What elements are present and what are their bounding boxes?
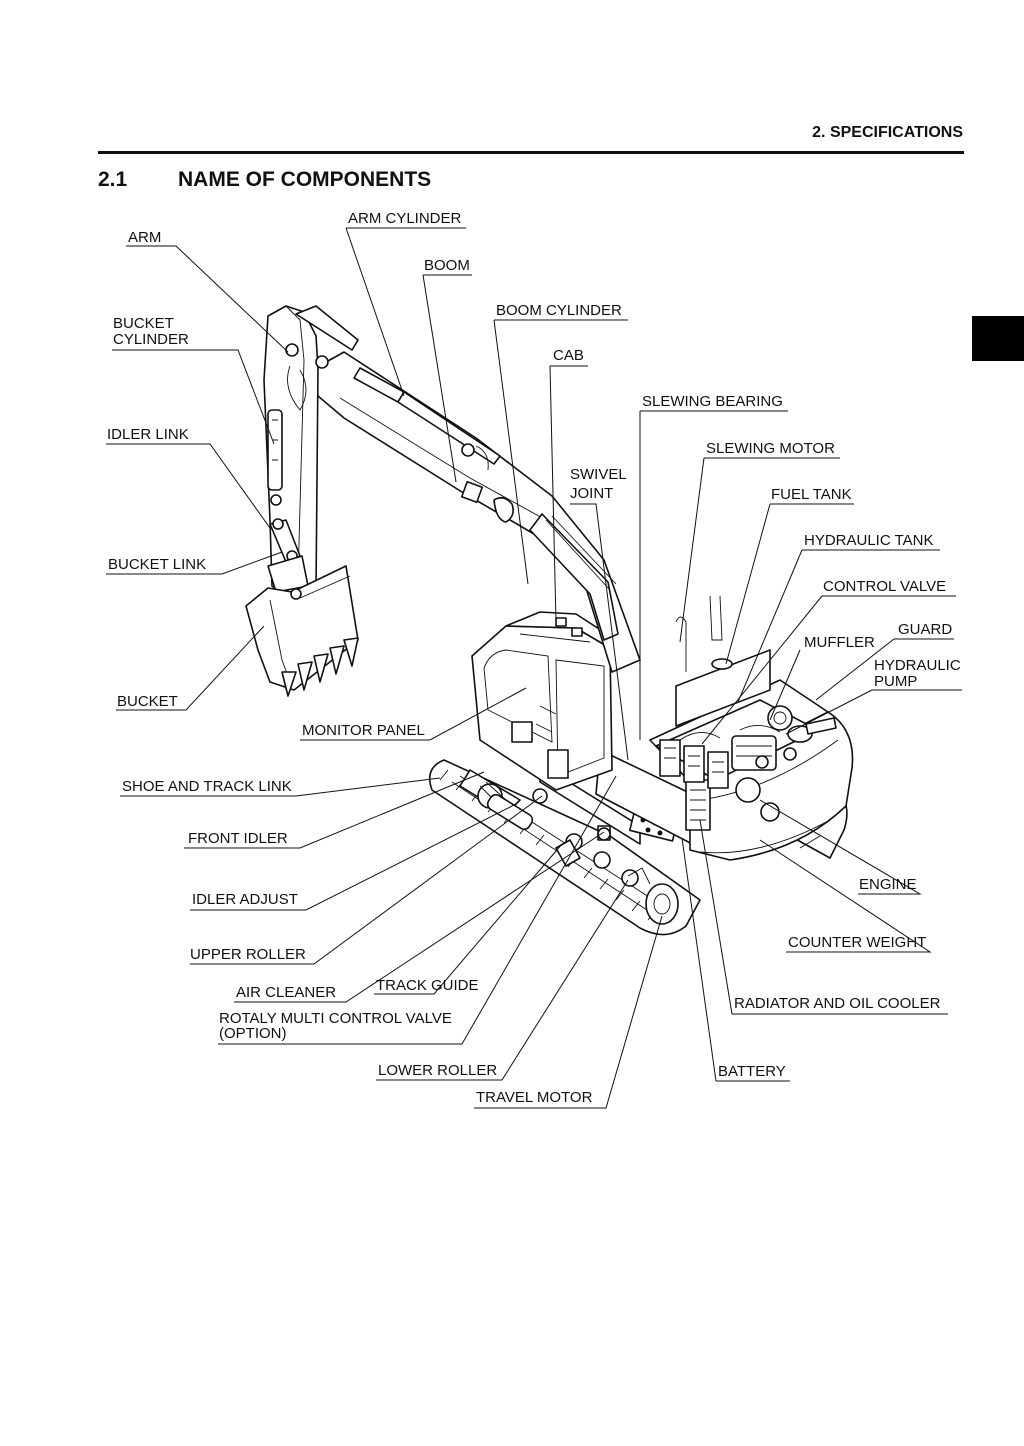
section-header: 2. SPECIFICATIONS (812, 124, 963, 141)
label-radiator-and-oil-cooler: RADIATOR AND OIL COOLER (734, 995, 941, 1012)
leader-slewing-motor-pointer (679, 457, 705, 643)
label-air-cleaner: AIR CLEANER (236, 984, 336, 1001)
label-shoe-and-track-link: SHOE AND TRACK LINK (122, 778, 292, 795)
component-labels: ARM CYLINDER ARM BOOM BOOM CYLINDER BUCK… (107, 210, 961, 1106)
leader-control-valve-pointer (701, 595, 823, 745)
leader-track-guide (374, 843, 563, 995)
leader-air-cleaner (234, 831, 605, 1003)
leader-monitor-panel (300, 687, 527, 741)
label-hydraulic-tank: HYDRAULIC TANK (804, 532, 933, 549)
label-rotaly-mcv-line1: ROTALY MULTI CONTROL VALVE (219, 1010, 452, 1027)
engine-bay (655, 699, 837, 789)
leader-cab-pointer (549, 365, 557, 623)
bucket-assembly (245, 518, 359, 697)
leader-battery-pointer (681, 837, 717, 1082)
leader-arm (126, 245, 289, 353)
label-lower-roller: LOWER ROLLER (378, 1062, 497, 1079)
label-travel-motor: TRAVEL MOTOR (476, 1089, 593, 1106)
label-arm-cylinder: ARM CYLINDER (348, 210, 462, 227)
label-bucket-cylinder-line1: BUCKET (113, 315, 174, 332)
leader-bucket-cylinder (112, 349, 275, 445)
leader-upper-roller (190, 795, 543, 965)
label-slewing-motor: SLEWING MOTOR (706, 440, 835, 457)
cab (471, 611, 613, 791)
label-idler-adjust: IDLER ADJUST (192, 891, 298, 908)
leader-lines (106, 227, 962, 1109)
label-monitor-panel: MONITOR PANEL (302, 722, 425, 739)
arm (263, 305, 359, 605)
label-engine: ENGINE (859, 876, 917, 893)
leader-bucket (116, 625, 265, 711)
leader-hydraulic-pump-pointer (785, 689, 873, 735)
label-slewing-bearing: SLEWING BEARING (642, 393, 783, 410)
front-track-assembly (428, 759, 701, 936)
label-rotaly-mcv-line2: (OPTION) (219, 1025, 287, 1042)
label-counter-weight: COUNTER WEIGHT (788, 934, 926, 951)
label-swivel-joint-line1: SWIVEL (570, 466, 627, 483)
label-bucket-link: BUCKET LINK (108, 556, 206, 573)
leader-front-idler (184, 771, 485, 849)
leader-travel-motor (474, 915, 663, 1109)
leader-boom-cylinder-pointer (493, 319, 529, 585)
label-bucket: BUCKET (117, 693, 178, 710)
chapter-title: NAME OF COMPONENTS (178, 168, 432, 191)
label-muffler: MUFFLER (804, 634, 875, 651)
label-swivel-joint-line2: JOINT (570, 485, 613, 502)
label-bucket-cylinder-line2: CYLINDER (113, 331, 189, 348)
label-arm: ARM (128, 229, 161, 246)
label-hydraulic-pump-line2: PUMP (874, 673, 917, 690)
label-front-idler: FRONT IDLER (188, 830, 288, 847)
label-boom: BOOM (424, 257, 470, 274)
label-guard: GUARD (898, 621, 952, 638)
boom (311, 351, 641, 673)
label-idler-link: IDLER LINK (107, 426, 189, 443)
leader-shoe-and-track-link (120, 777, 441, 797)
label-battery: BATTERY (718, 1063, 786, 1080)
label-upper-roller: UPPER ROLLER (190, 946, 306, 963)
leader-boom-pointer (422, 274, 457, 483)
header-rule (98, 151, 964, 154)
leader-guard-pointer (815, 638, 895, 701)
leader-idler-adjust (190, 803, 517, 911)
leader-swivel-joint (570, 503, 629, 761)
leader-rotaly-mcv (218, 775, 617, 1045)
label-hydraulic-pump-line1: HYDRAULIC (874, 657, 961, 674)
leader-lower-roller (376, 879, 629, 1081)
leader-muffler (769, 649, 801, 721)
label-track-guide: TRACK GUIDE (376, 977, 479, 994)
label-cab: CAB (553, 347, 584, 364)
leader-engine (759, 799, 922, 895)
leader-hydraulic-tank-pointer (737, 549, 803, 703)
excavator-illustration (245, 305, 854, 936)
label-boom-cylinder: BOOM CYLINDER (496, 302, 622, 319)
leader-radiator-pointer (699, 819, 733, 1015)
leader-arm-cylinder-pointer (345, 227, 405, 397)
leader-bucket-link (106, 551, 283, 575)
label-control-valve: CONTROL VALVE (823, 578, 946, 595)
chapter-tab-marker (972, 316, 1024, 361)
chapter-number: 2.1 (98, 168, 128, 191)
leader-counter-weight (759, 839, 932, 953)
leader-idler-link (106, 443, 271, 529)
label-fuel-tank: FUEL TANK (771, 486, 852, 503)
leader-fuel-tank-pointer (725, 503, 771, 665)
